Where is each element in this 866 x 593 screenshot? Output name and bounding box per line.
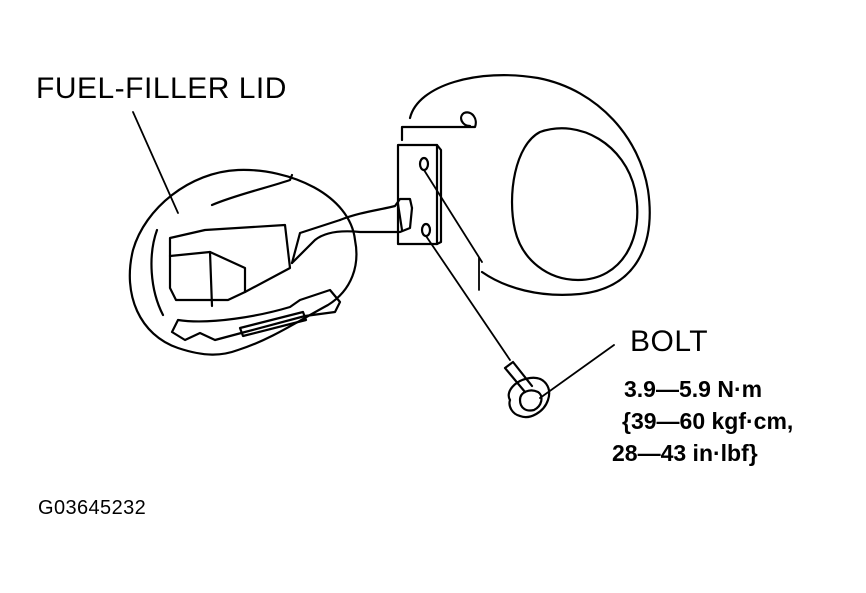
bolt-label: BOLT [630,325,709,358]
bolt-head-outer [507,376,551,419]
opening-inner-rim [510,127,639,282]
lid-leader-line [132,111,179,214]
hinge-arm-root [290,218,342,265]
lid-rib-detail [238,310,308,338]
lid-latch-block [168,223,292,302]
hinge-arm-fold [396,202,404,232]
torque-spec-kgfcm: {39—60 kgf·cm, [622,408,794,434]
lower-bolt-assembly-line [425,235,511,361]
lower-bolt-hole [420,222,432,238]
torque-spec: 3.9—5.9 N·m {39—60 kgf·cm, 28—43 in·lbf} [612,373,793,469]
bolt-shank [503,360,534,394]
opening-outer-rim [408,74,651,296]
lid-latch-face [168,250,247,294]
torque-spec-nm: 3.9—5.9 N·m [624,376,763,402]
torque-spec-inlbf: 28—43 in·lbf} [612,440,758,466]
fuel-filler-lid-label: FUEL-FILLER LID [36,72,287,105]
hinge-arm-bottom [290,206,414,265]
hinge-arm-top [338,197,414,222]
hinge-arm [290,197,414,265]
bolt-head-inner [518,389,543,412]
upper-bolt-hole [418,156,430,172]
figure-id: G03645232 [38,497,147,519]
bolt [503,360,551,419]
leader-lines [132,111,615,399]
upper-bolt-assembly-line [423,169,483,263]
lid-latch-front [208,250,214,308]
filler-opening [400,74,651,296]
fuel-filler-lid [128,168,358,356]
lid-outer-edge [128,168,358,356]
hinge-plate-outline [396,143,439,246]
lid-lower-rib [170,288,342,342]
bolt-leader-line [539,344,615,399]
opening-hook [400,111,477,142]
lid-inner-recess [210,173,294,207]
lid-left-curve [150,228,165,317]
